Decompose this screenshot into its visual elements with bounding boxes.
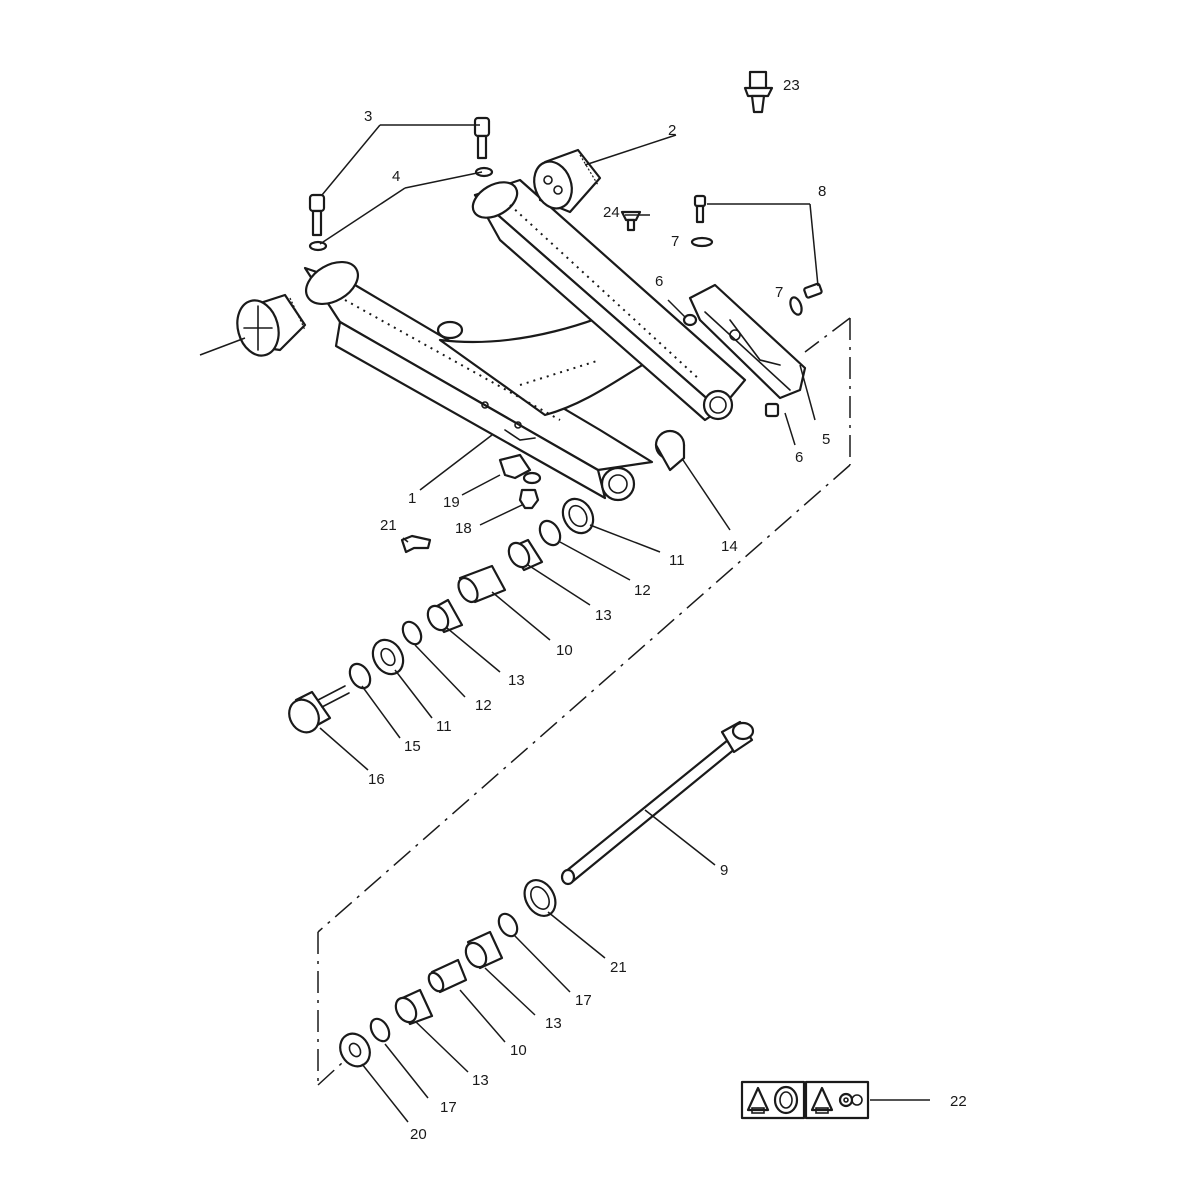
callout-13b: 13 bbox=[508, 672, 525, 689]
bearing-icon bbox=[773, 1085, 799, 1115]
leader-lines bbox=[199, 124, 930, 1123]
callout-6b: 6 bbox=[795, 449, 803, 466]
callout-6a: 6 bbox=[655, 273, 663, 290]
callout-20: 20 bbox=[410, 1126, 427, 1143]
callout-7b: 7 bbox=[775, 284, 783, 301]
part-21a-pin bbox=[400, 534, 432, 554]
part-23-fitting bbox=[743, 70, 774, 114]
callout-2: 2 bbox=[668, 122, 676, 139]
part-3-bolts bbox=[308, 116, 491, 237]
callout-8: 8 bbox=[818, 183, 826, 200]
callout-5: 5 bbox=[822, 431, 830, 448]
callout-1: 1 bbox=[408, 490, 416, 507]
part-9-spindle bbox=[560, 720, 755, 886]
part-24-pin bbox=[620, 210, 642, 232]
callout-15: 15 bbox=[404, 738, 421, 755]
callout-17a: 17 bbox=[575, 992, 592, 1009]
callout-23: 23 bbox=[783, 77, 800, 94]
callout-11a: 11 bbox=[669, 552, 685, 569]
callout-10a: 10 bbox=[556, 642, 573, 659]
callout-labels: 1 2 3 4 5 6 6 7 7 8 9 10 10 11 11 12 12 … bbox=[364, 77, 967, 1143]
callout-3: 3 bbox=[364, 108, 372, 125]
callout-11b: 11 bbox=[436, 718, 452, 735]
callout-7a: 7 bbox=[671, 233, 679, 250]
callout-19: 19 bbox=[443, 494, 460, 511]
part-18-nipple bbox=[518, 488, 540, 510]
callout-13c: 13 bbox=[545, 1015, 562, 1032]
callout-14: 14 bbox=[721, 538, 738, 555]
upper-bearing-stack bbox=[288, 497, 595, 734]
callout-21a: 21 bbox=[380, 517, 397, 534]
swingarm bbox=[303, 178, 747, 502]
callout-9: 9 bbox=[720, 862, 728, 879]
part-4-washers bbox=[308, 166, 494, 252]
callout-13a: 13 bbox=[595, 607, 612, 624]
lubricate-icon bbox=[746, 1086, 770, 1114]
callout-4: 4 bbox=[392, 168, 400, 185]
lower-bearing-stack bbox=[339, 879, 557, 1068]
part-5-chain-guide bbox=[682, 283, 807, 418]
part-2-bearing bbox=[533, 148, 602, 214]
callout-13d: 13 bbox=[472, 1072, 489, 1089]
callout-16: 16 bbox=[368, 771, 385, 788]
callout-24: 24 bbox=[603, 204, 620, 221]
callout-22: 22 bbox=[950, 1093, 967, 1110]
part-8-screws bbox=[690, 194, 823, 316]
callout-18: 18 bbox=[455, 520, 472, 537]
callout-12b: 12 bbox=[475, 697, 492, 714]
callout-10b: 10 bbox=[510, 1042, 527, 1059]
tool-icons-strip bbox=[740, 1080, 870, 1120]
part-left-bearing bbox=[236, 293, 307, 357]
callout-12a: 12 bbox=[634, 582, 651, 599]
part-14-bush bbox=[654, 429, 686, 472]
boundary-lines bbox=[317, 317, 851, 1086]
lubricate-icon-2 bbox=[810, 1086, 834, 1114]
chain-icon bbox=[838, 1092, 863, 1108]
callout-17b: 17 bbox=[440, 1099, 457, 1116]
part-19-bracket bbox=[498, 453, 542, 485]
callout-21b: 21 bbox=[610, 959, 627, 976]
